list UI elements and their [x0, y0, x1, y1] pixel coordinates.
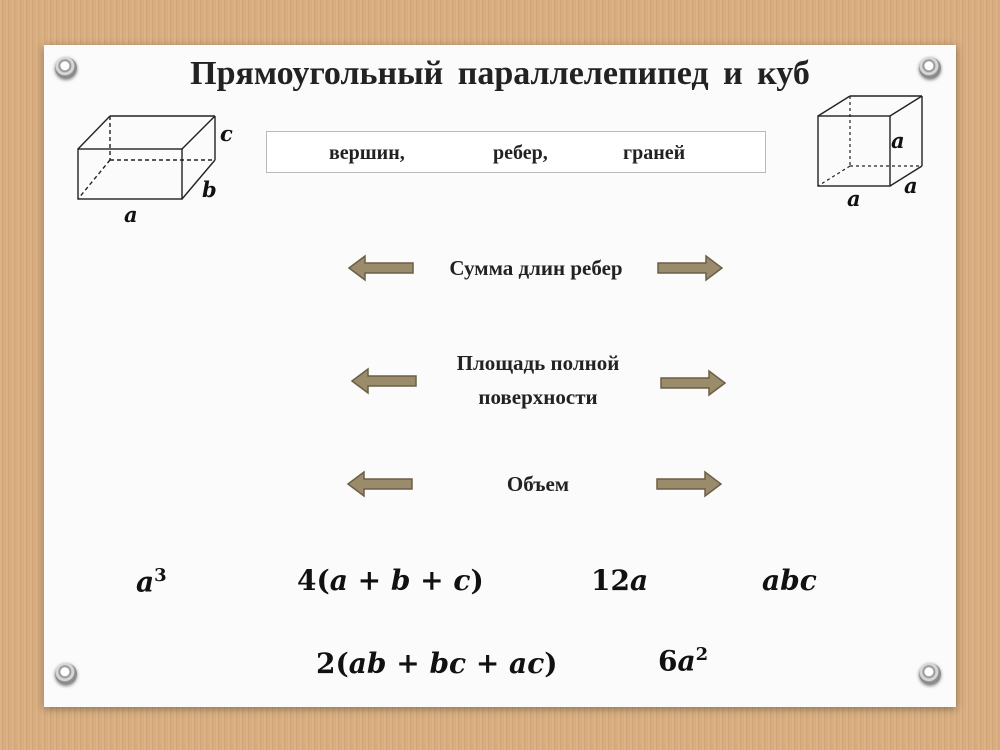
arrow-right-volume	[656, 470, 722, 498]
prism-label-a: a	[124, 202, 138, 227]
formula-prism-edges-b: b	[390, 564, 411, 597]
slide-title: Прямоугольный параллелепипед и куб	[190, 55, 810, 92]
label-surface-area: Площадь полной поверхности	[420, 346, 656, 414]
formula-prism-surface-close: )	[544, 647, 558, 680]
arrow-right-surface	[660, 369, 726, 397]
arrow-left-surface	[351, 367, 417, 395]
formula-cube-edges-var: a	[629, 564, 649, 597]
formula-cube-volume-base: a	[136, 565, 155, 599]
formula-prism-surface[interactable]: 2(ab + bc + ac)	[316, 647, 558, 680]
formula-prism-edges-plus2: +	[410, 564, 454, 597]
formula-prism-surface-t2: bc	[429, 647, 467, 680]
pin-top-left	[55, 57, 77, 79]
cube-label-top: a	[891, 128, 905, 153]
cube-label-right: a	[904, 173, 918, 198]
formula-prism-edges-coef: 4(	[297, 564, 330, 597]
count-vertices-label: вершин,	[329, 142, 405, 164]
formula-prism-edges-close: )	[470, 564, 484, 597]
count-edges-label: ребер,	[493, 142, 548, 164]
formula-cube-edges-coef: 12	[591, 564, 630, 597]
label-surface-area-line2: поверхности	[478, 385, 598, 409]
cube-label-bottom: a	[847, 186, 861, 211]
counts-box: вершин, ребер, граней	[266, 131, 766, 173]
pin-bottom-left	[55, 663, 77, 685]
arrow-left-volume	[347, 470, 413, 498]
formula-prism-edges[interactable]: 4(a + b + c)	[297, 564, 484, 597]
rectangular-prism-figure: c b a	[77, 115, 233, 227]
formula-cube-surface[interactable]: 6a2	[658, 644, 708, 677]
formula-cube-surface-coef: 6	[658, 644, 678, 678]
arrow-right-edges	[657, 254, 723, 282]
prism-label-b: b	[202, 177, 217, 202]
formula-prism-surface-plus1: +	[386, 647, 430, 680]
formula-prism-surface-coef: 2(	[316, 647, 349, 680]
formula-cube-edges[interactable]: 12a	[591, 564, 648, 597]
formula-prism-surface-t3: ac	[509, 647, 545, 680]
formula-cube-surface-var: a	[677, 644, 696, 678]
count-faces-label: граней	[623, 142, 686, 164]
label-surface-area-line1: Площадь полной	[456, 351, 620, 375]
formula-prism-edges-c: c	[453, 564, 471, 597]
prism-label-c: c	[220, 121, 233, 146]
formula-cube-surface-exp: 2	[695, 644, 709, 665]
label-volume: Объем	[506, 472, 570, 496]
formula-cube-volume-exp: 3	[154, 565, 167, 586]
formula-prism-edges-a: a	[329, 564, 348, 597]
arrow-left-edges	[348, 254, 414, 282]
formula-prism-volume-var: abc	[762, 564, 817, 597]
formula-prism-edges-plus1: +	[347, 564, 391, 597]
formula-prism-surface-t1: ab	[348, 647, 387, 680]
formula-prism-volume[interactable]: abc	[762, 564, 817, 597]
cube-figure: a a a	[817, 95, 923, 211]
formula-prism-surface-plus2: +	[466, 647, 510, 680]
pin-top-right	[919, 57, 941, 79]
pin-bottom-right	[919, 663, 941, 685]
label-edge-sum: Сумма длин ребер	[449, 256, 623, 280]
formula-cube-volume[interactable]: a3	[136, 565, 167, 598]
